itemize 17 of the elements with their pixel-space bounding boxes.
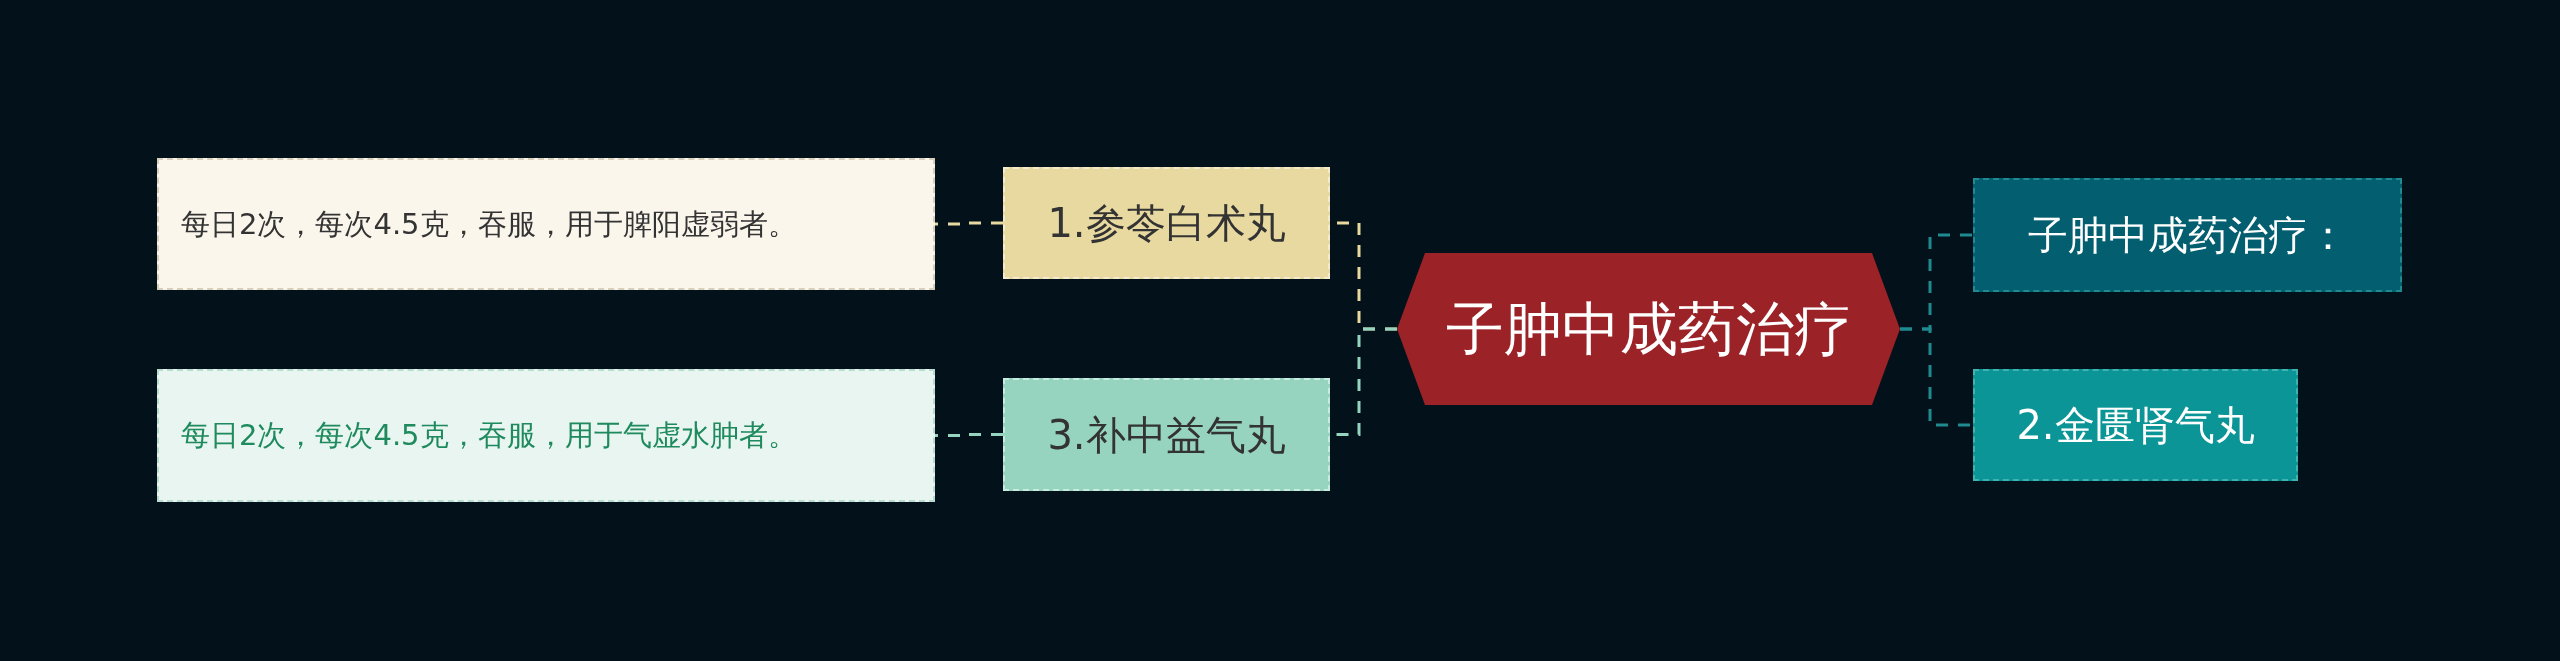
subtopic-box [1973, 178, 2402, 292]
note-box [157, 158, 935, 290]
label-text: 2.金匮肾气丸 [2016, 401, 2255, 450]
connector-line [1900, 327, 1973, 427]
subtopic-box [1973, 369, 2298, 481]
label-text: 子肿中成药治疗 [1445, 293, 1852, 365]
connector-line [935, 221, 1003, 226]
subtopic-box [1003, 167, 1330, 279]
topic-hexagon [1397, 253, 1900, 405]
label-text: 3.补中益气丸 [1047, 410, 1286, 460]
label-text: 每日2次，每次4.5克，吞服，用于气虚水肿者。 [181, 417, 797, 455]
subtopic-box [1003, 378, 1330, 491]
note-box [157, 369, 935, 502]
label-text: 每日2次，每次4.5克，吞服，用于脾阳虚弱者。 [181, 205, 797, 243]
label-text: 子肿中成药治疗： [2027, 211, 2348, 260]
connector-line [935, 433, 1003, 437]
label-text: 1.参苓白术丸 [1047, 199, 1286, 248]
